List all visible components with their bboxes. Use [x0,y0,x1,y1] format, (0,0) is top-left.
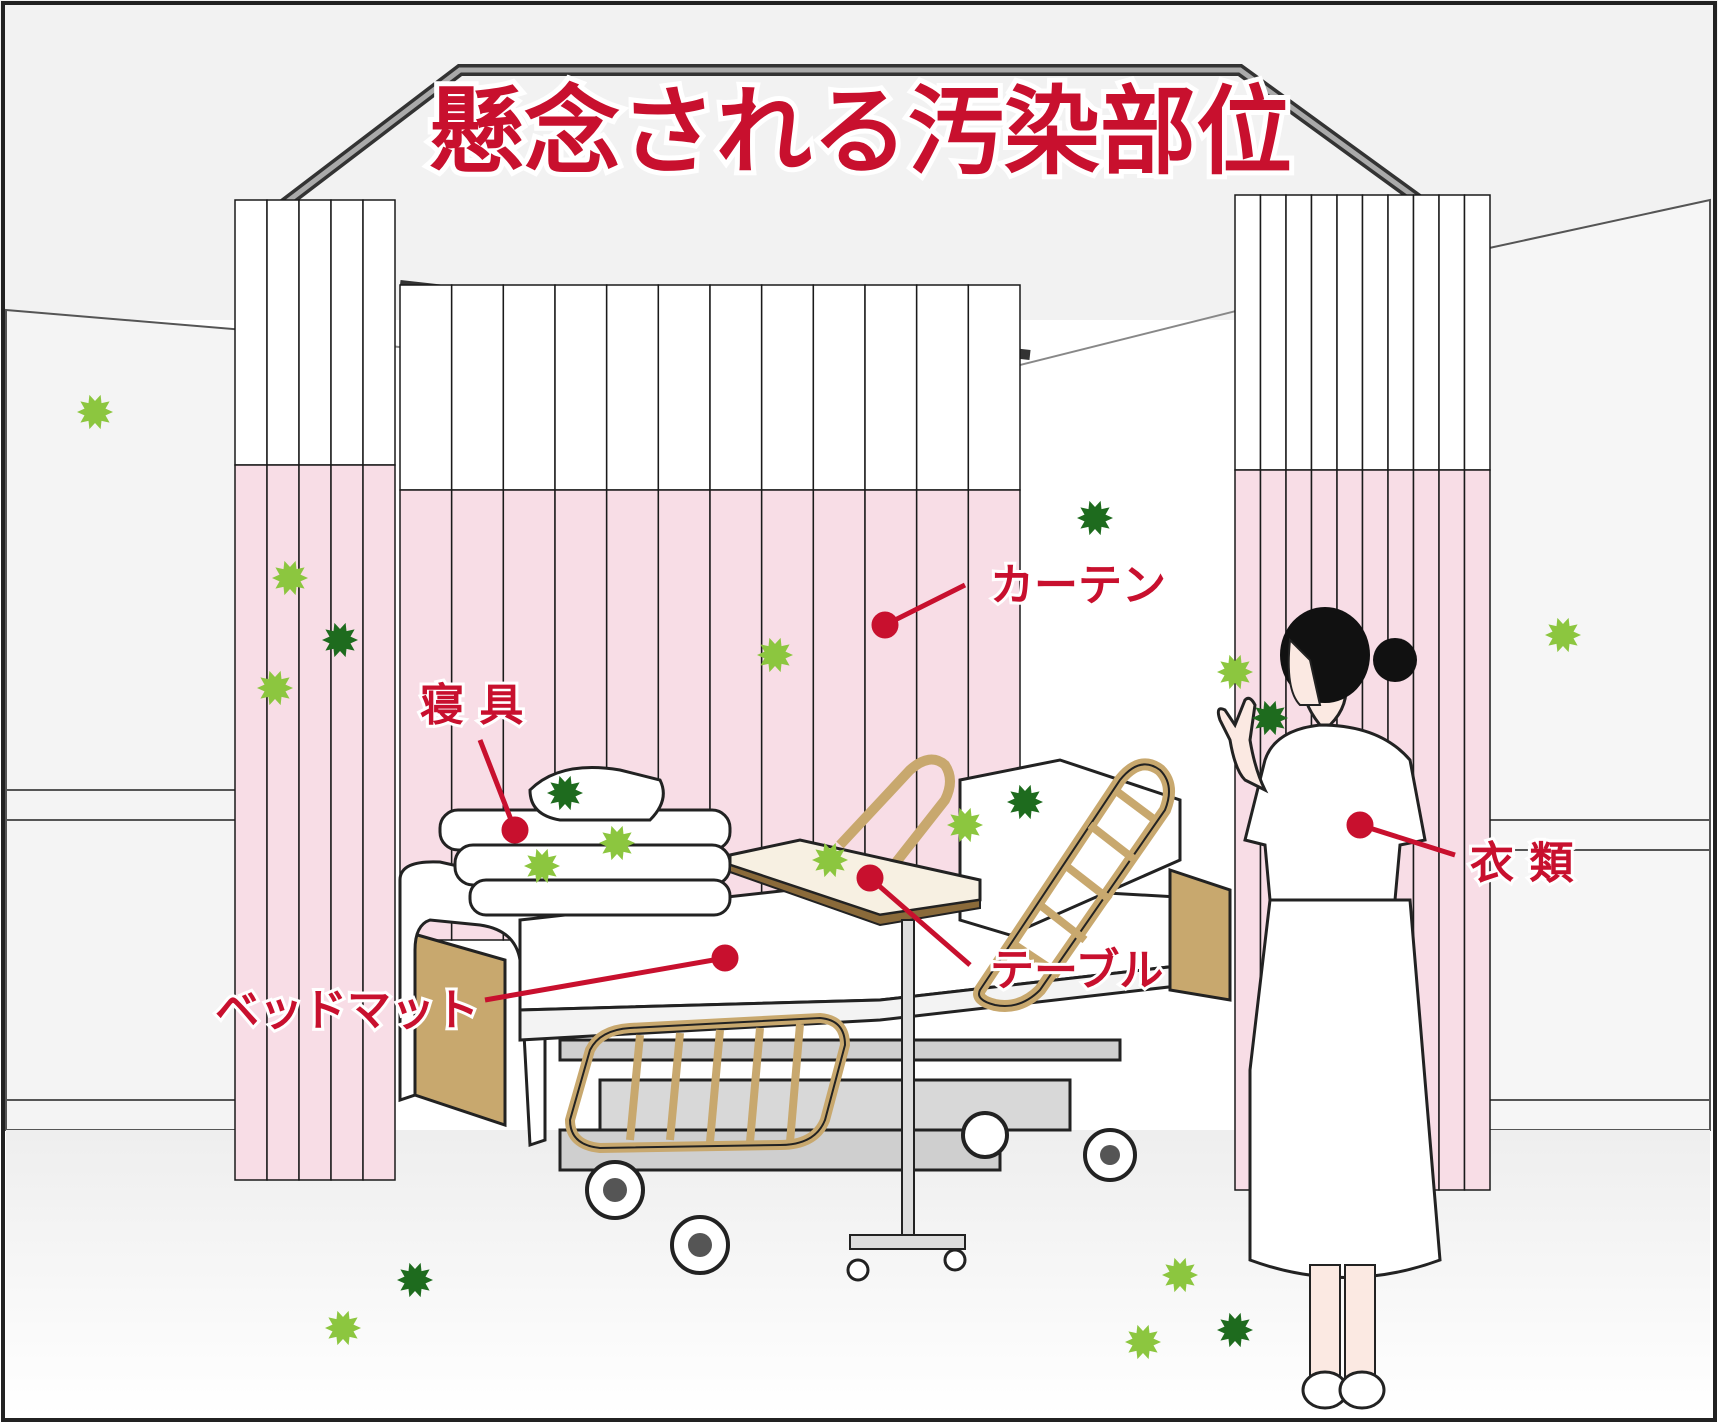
germ-icon [1545,617,1581,653]
curtain-panel-lower [362,464,396,1181]
curtain-panel-top [1336,194,1364,471]
germ-icon [1217,654,1253,690]
label-curtain: カーテン [990,560,1166,611]
germ-icon [547,775,583,811]
curtain-panel-top [1285,194,1313,471]
curtain-panel-top [298,199,332,466]
dot-curtain [871,611,899,639]
curtain-panel-lower [234,464,268,1181]
curtain-panel-top [399,284,453,491]
title: 懸念される汚染部位 [428,76,1292,188]
germ-icon [1077,500,1113,536]
dot-mattress [711,944,739,972]
germ-particles [77,394,1581,1360]
germ-icon [524,848,560,884]
curtain-panel-top [502,284,556,491]
germ-icon [322,622,358,658]
germ-icon [1125,1324,1161,1360]
curtain-panel-top [1463,194,1491,471]
germ-icon [77,394,113,430]
germ-icon [599,825,635,861]
label-leaders [477,582,1456,1003]
curtain-panel-top [362,199,396,466]
curtain-panel-top [1412,194,1440,471]
curtain-panel-top [915,284,970,491]
curtain-panel-top [760,284,815,491]
dot-bedding [501,816,529,844]
germ-icon [325,1310,361,1346]
curtain-panel-top [709,284,763,491]
curtain-panel-top [967,284,1021,491]
curtain-panel-lower [298,464,332,1181]
label-bedding: 寝 具 [420,680,523,731]
germ-icon [812,842,848,878]
curtain-panel-top [657,284,711,491]
curtain-panel-top [1259,194,1287,471]
overbed-table [728,838,982,1282]
germ-icon [947,807,983,843]
curtain-panel-top [234,199,268,466]
leader-table [868,876,972,967]
germ-icon [272,560,308,596]
label-clothing: 衣 類 [1470,838,1574,889]
curtain-panel-top [1438,194,1466,471]
curtain-panel-top [605,284,660,491]
germ-icon [397,1262,433,1298]
curtain-panel-top [812,284,866,491]
leader-clothing [1359,822,1456,858]
curtain-panel-top [1310,194,1338,471]
curtain-panel-top [1234,194,1262,471]
dot-clothing [1346,811,1374,839]
curtain-panel-top [450,284,505,491]
curtain-panel-top [330,199,364,466]
leader-mattress [484,955,726,1003]
germ-icon [757,637,793,673]
germ-icon [1162,1257,1198,1293]
germ-icon [1217,1312,1253,1348]
curtain-panel-lower [330,464,364,1181]
germ-icon [257,670,293,706]
germ-icon [1007,784,1043,820]
nurse [1216,607,1442,1410]
curtain-panel-top [864,284,918,491]
curtain-panel-top [1387,194,1415,471]
curtain-panel-top [266,199,300,466]
curtain-panel-top [1361,194,1389,471]
leader-bedding [477,739,518,831]
leader-curtain [883,582,967,628]
germ-icon [1252,700,1288,736]
curtain-panel-top [554,284,608,491]
label-mattress: ベッドマット [215,985,479,1036]
label-table: テーブル [990,945,1163,996]
curtain-panel-lower [1463,469,1491,1191]
dot-table [856,864,884,892]
curtain-panel-lower [1438,469,1466,1191]
